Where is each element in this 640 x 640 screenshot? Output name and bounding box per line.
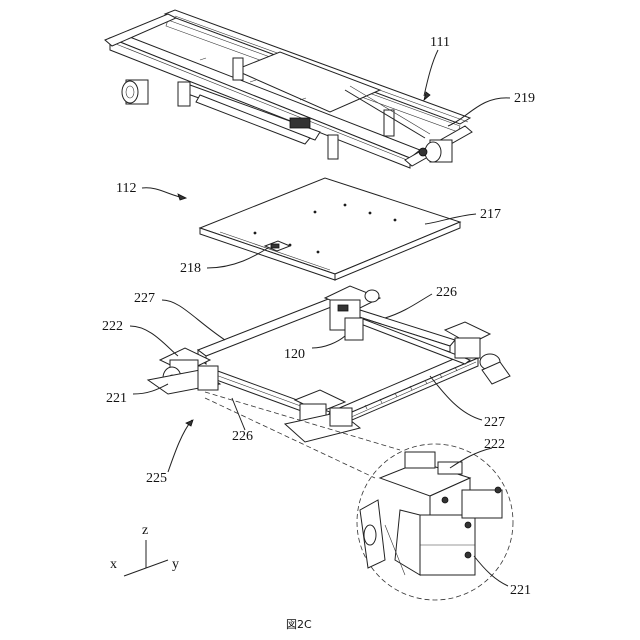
label-225: 225	[146, 471, 167, 486]
label-226-lower: 226	[232, 429, 253, 444]
axis-z-label: z	[142, 523, 148, 538]
label-120: 120	[284, 347, 305, 362]
label-222-detail: 222	[484, 437, 505, 452]
label-227-upper: 227	[134, 291, 155, 306]
figure-caption: 図2C	[286, 618, 312, 631]
axis-y-label: y	[172, 557, 179, 572]
upper-gantry-assembly	[105, 10, 472, 168]
label-227-lower: 227	[484, 415, 505, 430]
axis-x-label: x	[110, 557, 117, 572]
label-226-upper: 226	[436, 285, 457, 300]
detail-view	[205, 392, 513, 600]
label-222-left: 222	[102, 319, 123, 334]
label-221-detail: 221	[510, 583, 531, 598]
label-111: 111	[430, 35, 450, 50]
plate-assembly	[200, 178, 460, 280]
label-218: 218	[180, 261, 201, 276]
label-112: 112	[116, 181, 136, 196]
label-221-left: 221	[106, 391, 127, 406]
axis-indicator: z x y	[110, 523, 179, 576]
label-219: 219	[514, 91, 535, 106]
lower-frame-assembly	[148, 286, 510, 442]
label-217: 217	[480, 207, 501, 222]
